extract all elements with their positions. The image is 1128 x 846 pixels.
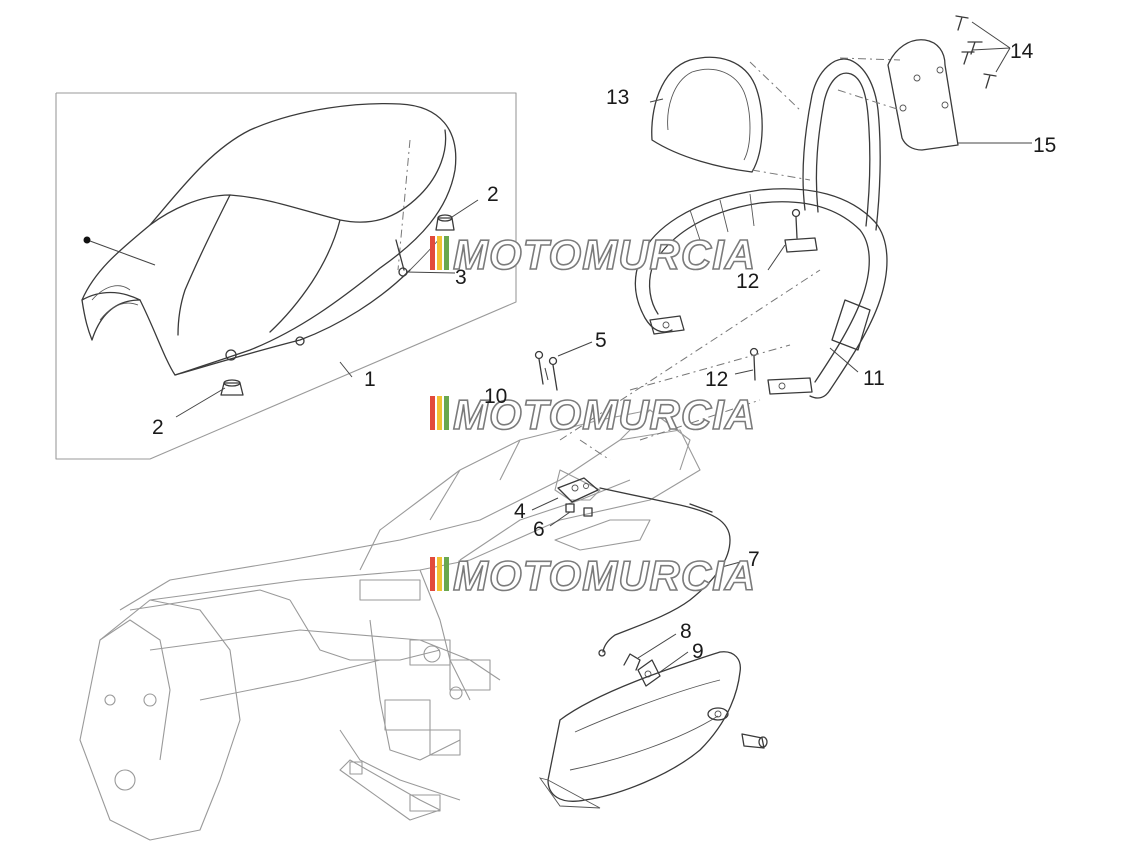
- callout-11: 11: [863, 367, 885, 390]
- watermark-stripe-green: [444, 396, 449, 430]
- callout-7: 7: [748, 548, 760, 571]
- callout-9: 9: [692, 640, 704, 663]
- watermark-stripe-red: [430, 236, 435, 270]
- seat-lock-plate: [557, 477, 599, 503]
- rubber-buffer-lower: [220, 379, 244, 396]
- carrier-screw-upper: [791, 208, 801, 239]
- backrest-pad: [651, 56, 763, 173]
- callout-12-lower: 12: [705, 368, 728, 391]
- side-cover-panel: [538, 651, 741, 809]
- callout-13: 13: [606, 86, 629, 109]
- lock-screw-set: [534, 350, 558, 391]
- watermark-middle: MOTOMURCIA: [430, 390, 756, 439]
- watermark-stripe-yellow: [437, 396, 442, 430]
- watermark-stripe-yellow: [437, 557, 442, 591]
- watermark-stripe-red: [430, 396, 435, 430]
- callout-12-upper: 12: [736, 270, 759, 293]
- callout-6: 6: [533, 518, 545, 541]
- callout-5: 5: [595, 329, 607, 352]
- watermark-bottom: MOTOMURCIA: [430, 551, 756, 600]
- callout-15: 15: [1033, 134, 1056, 157]
- callout-14: 14: [1010, 40, 1034, 63]
- seat-release-cable: [598, 487, 731, 657]
- watermark-text-middle: MOTOMURCIA: [453, 391, 756, 438]
- seat-group-box: [55, 92, 517, 460]
- callout-3: 3: [455, 266, 467, 289]
- rubber-buffer-upper: [435, 214, 455, 231]
- motorcycle-frame: [79, 409, 701, 841]
- callout-2-lower: 2: [152, 416, 164, 439]
- lock-nut-set: [565, 503, 593, 517]
- mounting-plate: [887, 39, 959, 151]
- watermark-stripe-green: [444, 557, 449, 591]
- watermark-stripe-yellow: [437, 236, 442, 270]
- watermark-text-bottom: MOTOMURCIA: [453, 552, 756, 599]
- watermark-stripe-green: [444, 236, 449, 270]
- seat-screw: [395, 239, 408, 277]
- callout-8: 8: [680, 620, 692, 643]
- seat-marker-dot: [83, 236, 91, 244]
- carrier-screw-lower: [749, 347, 759, 381]
- callout-2-upper: 2: [487, 183, 499, 206]
- rear-carrier-rail: [634, 58, 888, 399]
- lock-cylinder: [741, 733, 768, 749]
- callout-4: 4: [514, 500, 526, 523]
- cable-clip: [623, 653, 641, 671]
- watermark-stripe-red: [430, 557, 435, 591]
- callout-1: 1: [364, 368, 376, 391]
- plate-screw-set: [955, 15, 997, 89]
- callout-10: 10: [484, 385, 507, 408]
- watermark-text-top: MOTOMURCIA: [453, 231, 756, 278]
- watermark-top: MOTOMURCIA: [430, 230, 756, 279]
- seat-part: [81, 103, 457, 376]
